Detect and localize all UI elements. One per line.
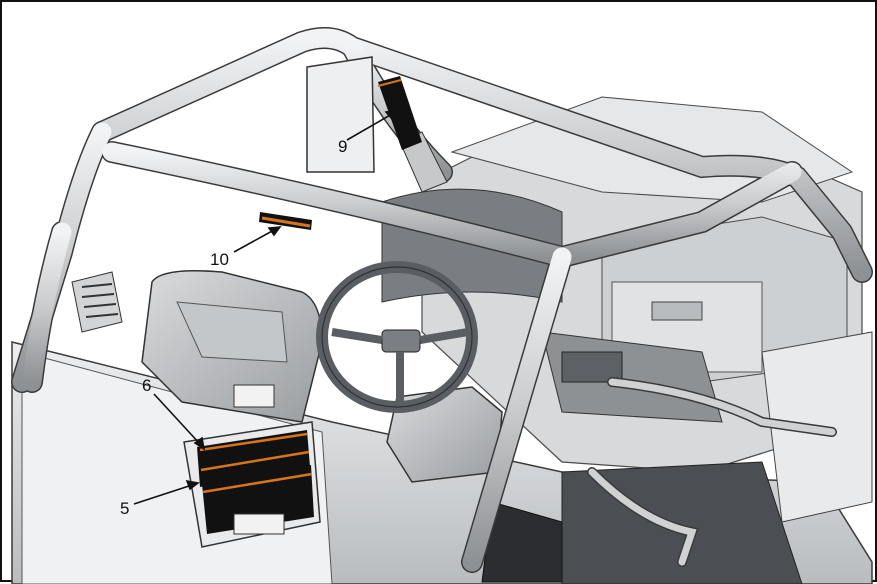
callout-10: 10 (210, 250, 229, 269)
warning-label-panel (183, 421, 321, 548)
warning-label-10 (259, 212, 312, 230)
callout-5: 5 (120, 499, 129, 518)
callout-6: 6 (142, 376, 151, 395)
roll-cage (11, 27, 873, 573)
leader-lines (133, 108, 399, 505)
seat-left (141, 270, 323, 423)
warning-label-9 (377, 76, 422, 150)
shock-absorber (71, 271, 123, 333)
callout-9: 9 (338, 137, 347, 156)
steering-wheel (316, 261, 478, 413)
rear-view-mirror (306, 56, 448, 193)
